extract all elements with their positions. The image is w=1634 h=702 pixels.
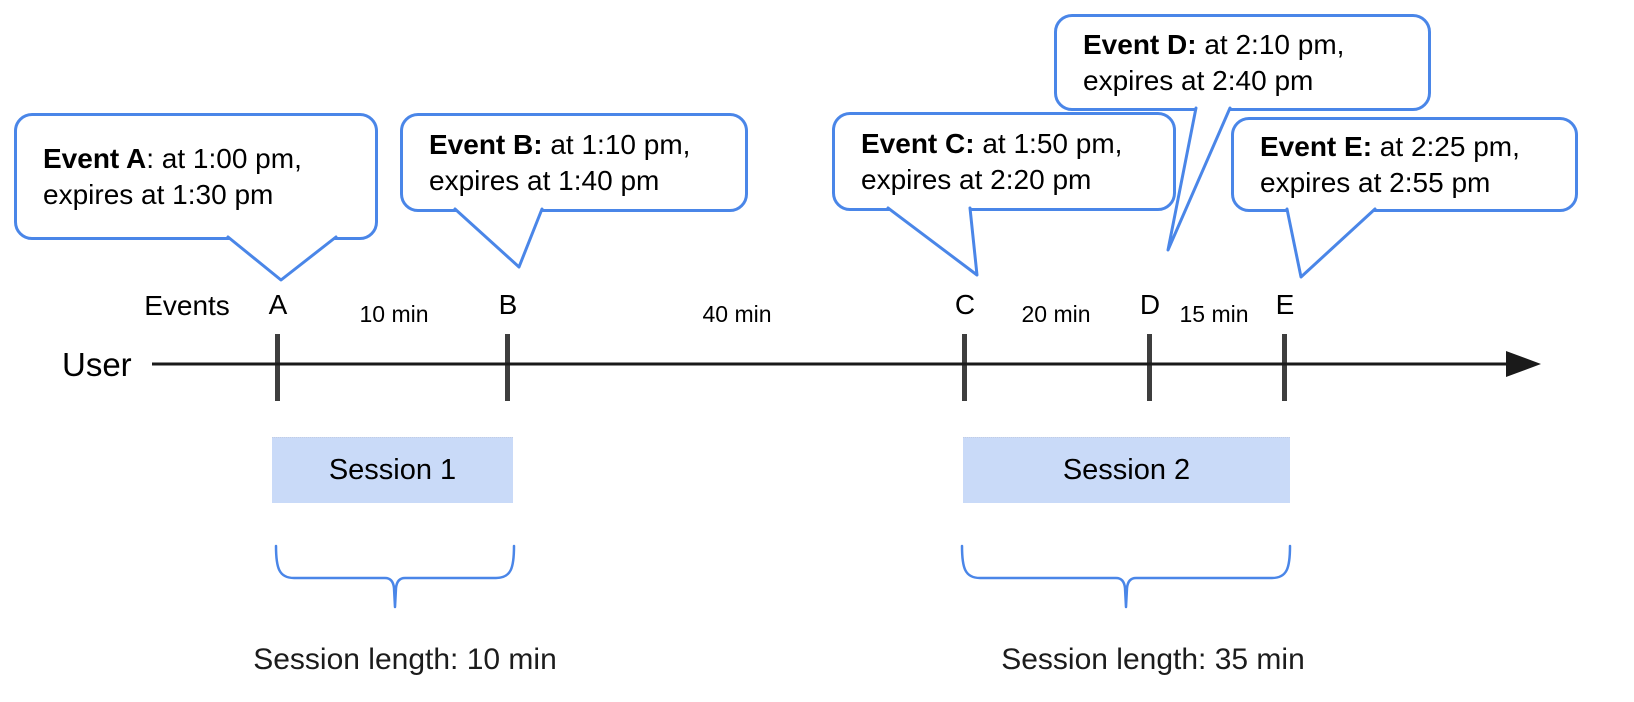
session-2-label: Session 2 (1062, 454, 1191, 486)
callout-line2: expires at 1:40 pm (429, 164, 660, 196)
callout-line2: expires at 2:55 pm (1260, 166, 1491, 198)
callout-line2: expires at 1:30 pm (43, 178, 274, 210)
event-d-callout-tail (1166, 106, 1232, 252)
interval-a-b-label: 10 min (359, 301, 429, 327)
tick-event-d (1147, 334, 1152, 401)
event-c-label: C (954, 289, 976, 320)
tick-event-b (505, 334, 510, 401)
callout-line1: Event E: at 2:25 pm, (1260, 129, 1557, 165)
event-d-label: D (1139, 289, 1161, 320)
callout-event-name: Event A (43, 142, 147, 174)
tick-event-c (962, 334, 967, 401)
event-a-callout: Event A: at 1:00 pm, expires at 1:30 pm (14, 113, 378, 240)
user-axis-label: User (62, 346, 132, 383)
session-1-bar: Session 1 (272, 437, 513, 503)
session-2-brace (960, 544, 1292, 609)
event-c-callout: Event C: at 1:50 pm, expires at 2:20 pm (832, 112, 1176, 211)
session-2-length-label: Session length: 35 min (1001, 643, 1305, 676)
callout-line2: expires at 2:40 pm (1083, 64, 1314, 96)
interval-c-d-label: 20 min (1021, 301, 1091, 327)
interval-d-e-label: 15 min (1179, 301, 1249, 327)
callout-event-time: at 1:50 pm, (974, 127, 1123, 159)
session-1-length-label: Session length: 10 min (253, 643, 557, 676)
session-1-brace (274, 544, 516, 609)
session-2-bar: Session 2 (963, 437, 1290, 503)
event-b-callout: Event B: at 1:10 pm, expires at 1:40 pm (400, 113, 748, 212)
callout-event-time: at 1:10 pm, (542, 128, 691, 160)
callout-line1: Event D: at 2:10 pm, (1083, 27, 1410, 63)
callout-line1: Event C: at 1:50 pm, (861, 126, 1155, 162)
event-d-callout: Event D: at 2:10 pm, expires at 2:40 pm (1054, 14, 1431, 111)
callout-event-time: at 2:25 pm, (1372, 130, 1520, 162)
session-1-label: Session 1 (328, 454, 457, 486)
callout-line2: expires at 2:20 pm (861, 163, 1092, 195)
event-a-label: A (268, 289, 288, 320)
event-a-callout-tail (226, 235, 338, 282)
event-b-label: B (498, 289, 518, 320)
event-b-callout-tail (453, 207, 544, 269)
callout-event-time: at 2:10 pm, (1196, 28, 1345, 60)
interval-b-c-label: 40 min (702, 301, 772, 327)
callout-event-name: Event C: (861, 127, 975, 159)
callout-event-name: Event B: (429, 128, 543, 160)
callout-event-name: Event E: (1260, 130, 1373, 162)
event-c-callout-tail (886, 206, 979, 277)
timeline-arrowhead-icon (1506, 351, 1541, 377)
tick-event-a (275, 334, 280, 401)
event-e-label: E (1275, 289, 1295, 320)
events-axis-label: Events (144, 290, 230, 321)
event-e-callout-tail (1285, 207, 1377, 279)
callout-event-time: : at 1:00 pm, (146, 142, 302, 174)
callout-line1: Event B: at 1:10 pm, (429, 127, 727, 163)
tick-event-e (1282, 334, 1287, 401)
callout-event-name: Event D: (1083, 28, 1197, 60)
callout-line1: Event A: at 1:00 pm, (43, 141, 357, 177)
event-e-callout: Event E: at 2:25 pm, expires at 2:55 pm (1231, 117, 1578, 212)
